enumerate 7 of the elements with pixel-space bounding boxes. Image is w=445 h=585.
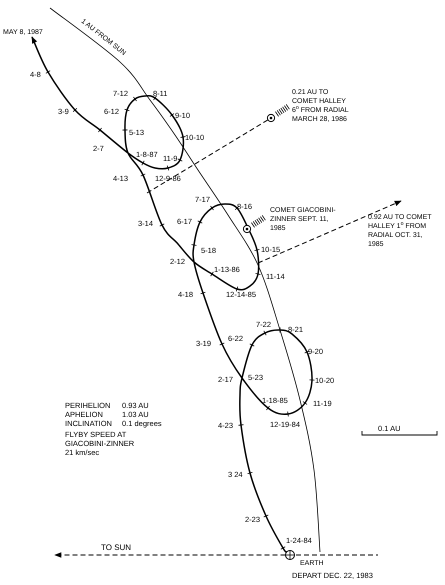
dashed-arrow xyxy=(258,200,402,264)
dashed-arrow xyxy=(54,552,286,558)
comet-marker xyxy=(241,213,267,235)
dashed-line xyxy=(146,119,268,194)
comet-marker xyxy=(265,102,291,124)
earth-symbol xyxy=(284,549,296,561)
edge-label: TO SUN xyxy=(100,544,132,552)
